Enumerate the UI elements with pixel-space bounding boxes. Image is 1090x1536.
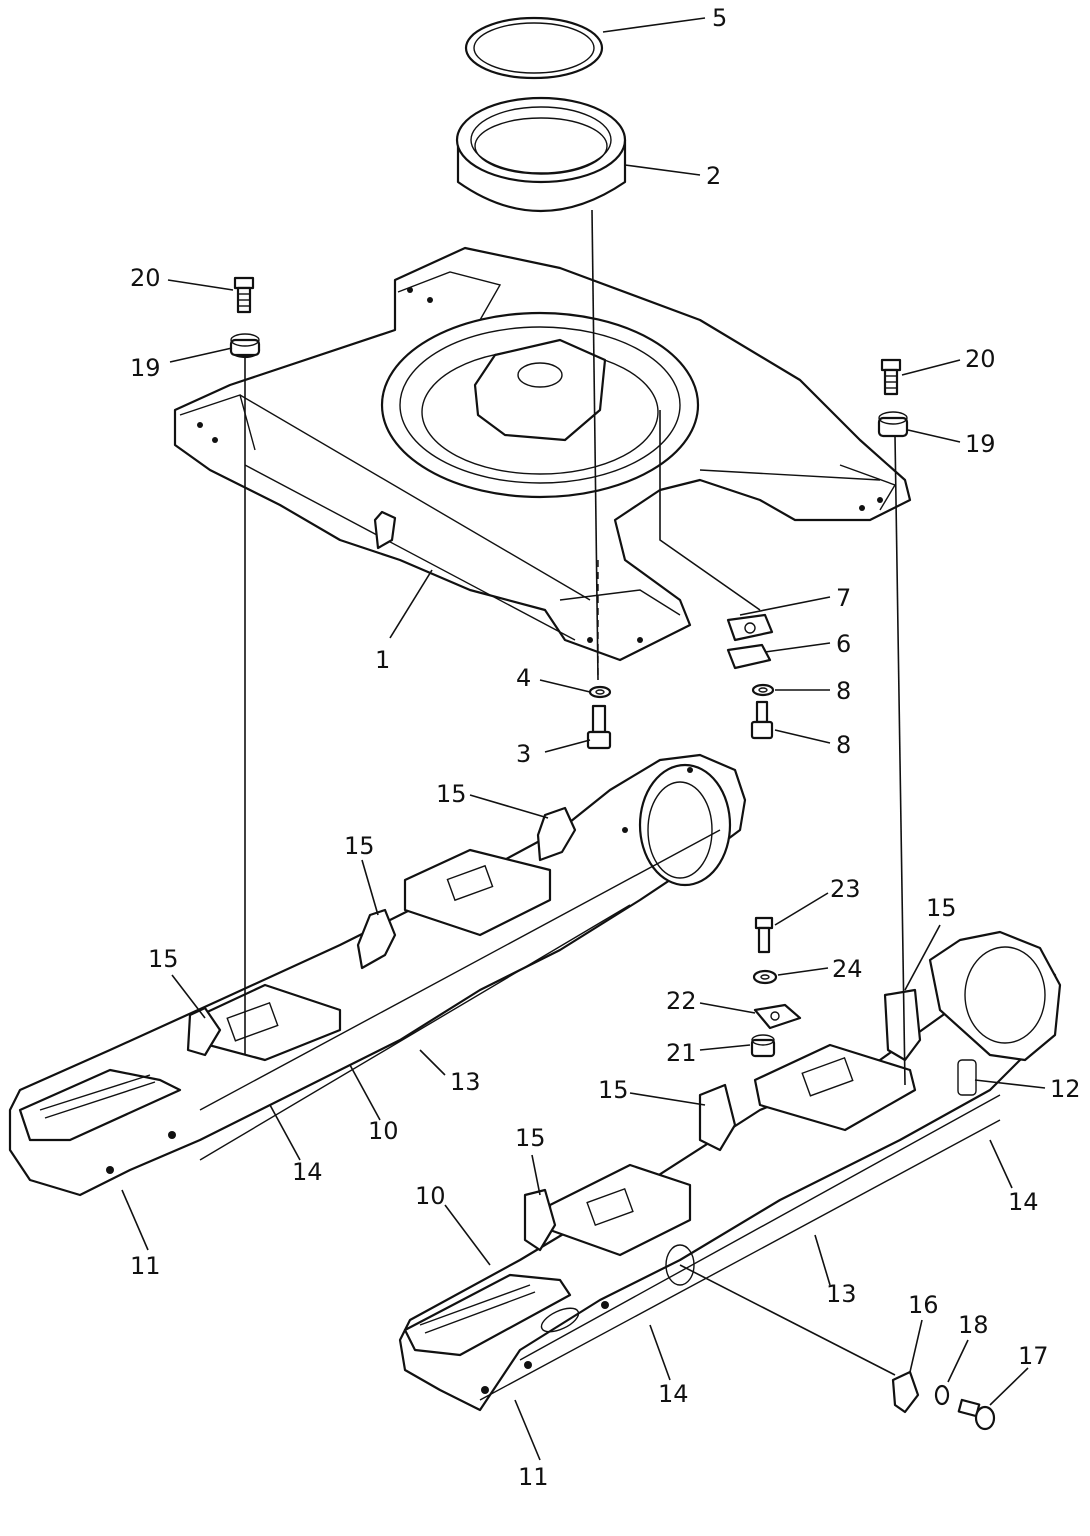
callout-15-a: 15 <box>436 780 467 808</box>
callout-14-mid: 14 <box>658 1380 689 1408</box>
part-bolt-3 <box>586 704 612 750</box>
callout-12: 12 <box>1050 1075 1081 1103</box>
callout-24: 24 <box>832 955 863 983</box>
callout-20-right: 20 <box>965 345 996 373</box>
callout-23: 23 <box>830 875 861 903</box>
callout-18: 18 <box>958 1311 989 1339</box>
callout-22: 22 <box>666 987 697 1015</box>
callout-labels: 5 2 1 7 6 8 8 4 3 20 19 20 19 15 15 15 1… <box>130 4 1081 1491</box>
part-snap-ring <box>464 16 604 80</box>
callout-15-b: 15 <box>344 832 375 860</box>
callout-5: 5 <box>712 4 727 32</box>
part-plate-22 <box>753 1003 802 1030</box>
callout-4: 4 <box>516 664 531 692</box>
alignment-line-cover <box>679 1264 896 1376</box>
callout-1: 1 <box>375 646 390 674</box>
part-bolt-right <box>880 358 902 396</box>
callout-11-left: 11 <box>130 1252 161 1280</box>
part-bolt-left <box>233 276 255 314</box>
callout-13-left: 13 <box>450 1068 481 1096</box>
callout-8: 8 <box>836 731 851 759</box>
part-washer-9 <box>751 683 775 697</box>
callout-15-e: 15 <box>598 1076 629 1104</box>
callout-16: 16 <box>908 1291 939 1319</box>
part-nut-21 <box>750 1034 776 1058</box>
part-washer-24 <box>752 969 778 985</box>
callout-10-right: 10 <box>415 1182 446 1210</box>
callout-7: 7 <box>836 584 851 612</box>
part-plate-7 <box>726 613 774 642</box>
callout-15-c: 15 <box>148 945 179 973</box>
part-washer-right <box>877 411 909 438</box>
part-washer-left <box>229 333 261 359</box>
callout-2: 2 <box>706 162 721 190</box>
part-gasket-6 <box>726 643 772 670</box>
part-bearing-ring <box>455 96 627 213</box>
callout-19-right: 19 <box>965 430 996 458</box>
callout-10-left: 10 <box>368 1117 399 1145</box>
alignment-line-right-bolt <box>894 435 906 1086</box>
part-bolt-8 <box>750 700 774 740</box>
callout-15-f: 15 <box>515 1124 546 1152</box>
callout-17: 17 <box>1018 1342 1049 1370</box>
callout-14-left: 14 <box>292 1158 323 1186</box>
callout-13-right: 13 <box>826 1280 857 1308</box>
callout-11-right: 11 <box>518 1463 549 1491</box>
part-cover-16 <box>891 1370 920 1414</box>
callout-20-left: 20 <box>130 264 161 292</box>
callout-21: 21 <box>666 1039 697 1067</box>
callout-14-right: 14 <box>1008 1188 1039 1216</box>
alignment-line-bearing <box>591 209 599 681</box>
part-track-frame-right <box>398 930 1062 1412</box>
part-upper-frame <box>173 246 912 662</box>
part-washer-4 <box>588 685 612 699</box>
callout-19-left: 19 <box>130 354 161 382</box>
part-bolt-17 <box>957 1398 996 1431</box>
callout-3: 3 <box>516 740 531 768</box>
callout-15-d: 15 <box>926 894 957 922</box>
part-bolt-23 <box>754 916 774 954</box>
alignment-line-plate <box>659 410 761 611</box>
callout-9: 8 <box>836 677 851 705</box>
part-washer-18 <box>934 1384 950 1406</box>
part-track-frame-left <box>8 753 747 1197</box>
leader-lines <box>121 17 1046 1461</box>
callout-6: 6 <box>836 630 851 658</box>
